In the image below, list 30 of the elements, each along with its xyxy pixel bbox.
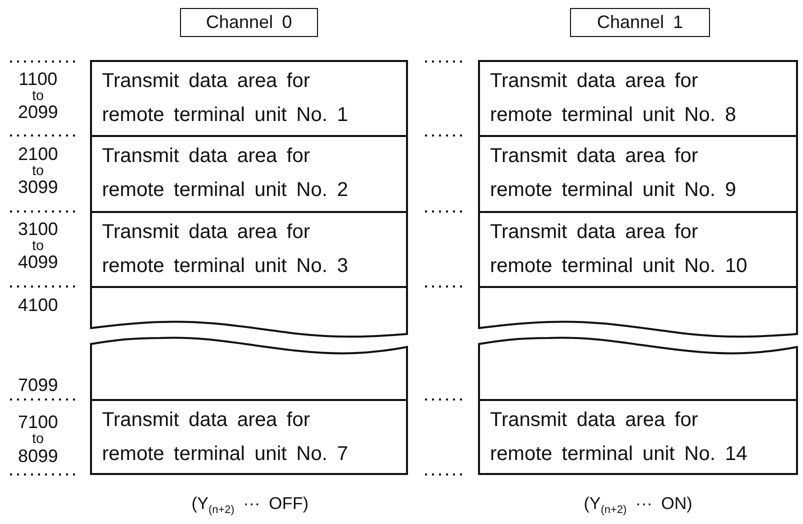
memory-area-box: Transmit data area for remote terminal unit No. 10 xyxy=(478,211,798,288)
condition-note: (Y$_{(n+2)}$ ··· OFF) xyxy=(191,494,309,518)
memory-area-break-box xyxy=(478,334,798,401)
memory-area-box: Transmit data area for remote terminal unit No. 2 xyxy=(90,135,408,213)
address-number: 3100 xyxy=(18,220,58,238)
memory-area-box: Transmit data area for remote terminal unit No. 7 xyxy=(90,399,408,475)
memory-area-box: Transmit data area for remote terminal unit No. 8 xyxy=(478,60,798,137)
range-word: to xyxy=(32,163,44,177)
memory-area-box: Transmit data area for remote terminal unit No. 1 xyxy=(90,60,408,137)
address-number: 2100 xyxy=(18,145,58,163)
address-number: 2099 xyxy=(18,103,58,121)
range-word: to xyxy=(32,238,44,252)
memory-area-break-box xyxy=(90,334,408,401)
memory-area-break-box xyxy=(90,286,408,340)
range-word: to xyxy=(32,431,44,445)
address-number: 8099 xyxy=(18,447,58,465)
address-number: 4100 xyxy=(18,296,58,314)
address-number: 7100 xyxy=(18,413,58,431)
address-number: 4099 xyxy=(18,253,58,271)
range-word: to xyxy=(32,88,44,102)
memory-area-box: Transmit data area for remote terminal unit No. 3 xyxy=(90,211,408,288)
channel-label: Channel 0 xyxy=(180,8,318,37)
memory-area-break-box xyxy=(478,286,798,340)
channel-label: Channel 1 xyxy=(570,8,710,37)
memory-area-box: Transmit data area for remote terminal unit No. 9 xyxy=(478,135,798,213)
address-number: 3099 xyxy=(18,178,58,196)
address-number: 1100 xyxy=(18,70,58,88)
condition-note: (Y$_{(n+2)}$ ··· ON) xyxy=(584,494,692,518)
address-number: 7099 xyxy=(18,376,58,394)
memory-area-box: Transmit data area for remote terminal unit No. 14 xyxy=(478,399,798,475)
